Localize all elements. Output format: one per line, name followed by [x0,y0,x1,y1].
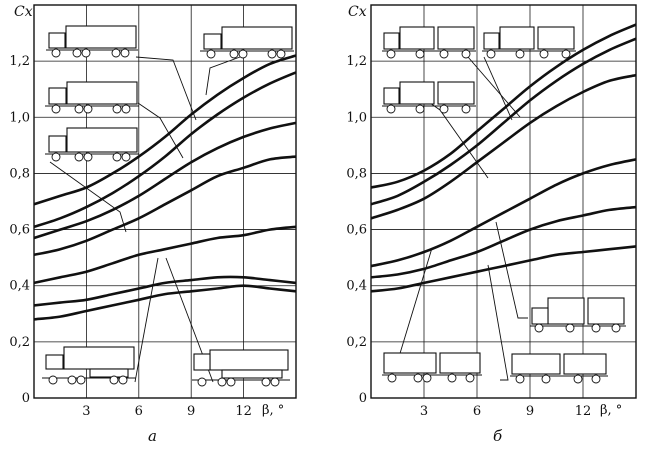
series-line-a-1 [33,54,297,206]
truck-icon [45,127,139,162]
x-tick-label: 3 [82,404,90,419]
truck-icon [192,349,290,387]
series-line-a-3 [33,121,297,240]
x-tick-label: 6 [473,404,481,419]
x-tick-label: 6 [135,404,143,419]
series-line-b-2 [370,37,637,206]
series-line-a-5 [33,225,297,285]
x-tick-label: 9 [526,404,534,419]
curves-b [370,23,637,293]
plot-frame-b [370,4,637,399]
y-tick-label: 0,4 [9,279,30,294]
ticks-b: 0 0,2 0,4 0,6 0,8 1,0 1,2 3 6 9 12 [346,54,591,419]
y-tick-label: 0,6 [9,223,30,238]
series-line-a-7 [33,284,297,321]
ylabel-a: Cx [14,4,33,20]
leader-lines-a [49,56,241,383]
panel-label-a: а [148,427,157,445]
series-line-b-6 [370,245,637,293]
truck-icon [382,81,476,114]
curves-a [33,54,297,321]
y-tick-label: 0,8 [9,166,30,181]
y-tick-label: 0,2 [9,335,30,350]
ticks-a: 0 0,2 0,4 0,6 0,8 1,0 1,2 3 6 9 12 [9,54,252,419]
x-tick-label: 3 [420,404,428,419]
xlabel-a: β, ° [262,403,284,418]
truck-icon [200,26,294,59]
plot-frame-a [33,4,297,399]
y-tick-label: 1,0 [9,110,30,125]
series-line-b-1 [370,23,637,189]
y-tick-label: 0,2 [346,335,367,350]
panel-b: 0 0,2 0,4 0,6 0,8 1,0 1,2 3 6 9 12 Cx β, ° б [346,4,637,445]
y-tick-label: 0,4 [346,279,367,294]
truck-icon [45,81,139,114]
panel-a: 0 0,2 0,4 0,6 0,8 1,0 1,2 3 6 9 12 Cx β, ° а [9,4,297,445]
truck-icon [510,353,608,384]
y-tick-label: 0,6 [346,223,367,238]
series-line-b-3 [370,73,637,220]
series-line-a-2 [33,71,297,229]
series-line-a-4 [33,155,297,257]
series-line-a-6 [33,275,297,307]
x-tick-label: 12 [235,404,252,419]
series-line-b-4 [370,158,637,268]
panel-label-b: б [493,427,503,445]
series-line-b-5 [370,205,637,279]
y-tick-label: 0 [359,391,367,406]
grid-b [370,4,637,399]
truck-icon [382,26,476,59]
truck-icon [42,346,136,385]
truck-icon [530,297,626,333]
grid-a [33,4,297,399]
truck-icon [382,352,482,383]
y-tick-label: 1,0 [346,110,367,125]
xlabel-b: β, ° [600,403,622,418]
truck-icon [46,25,138,58]
y-tick-label: 1,2 [9,54,30,69]
truck-icon [482,26,576,59]
ylabel-b: Cx [348,4,367,20]
y-tick-label: 0 [22,391,30,406]
y-tick-label: 1,2 [346,54,367,69]
x-tick-label: 9 [187,404,195,419]
y-tick-label: 0,8 [346,166,367,181]
x-tick-label: 12 [575,404,592,419]
